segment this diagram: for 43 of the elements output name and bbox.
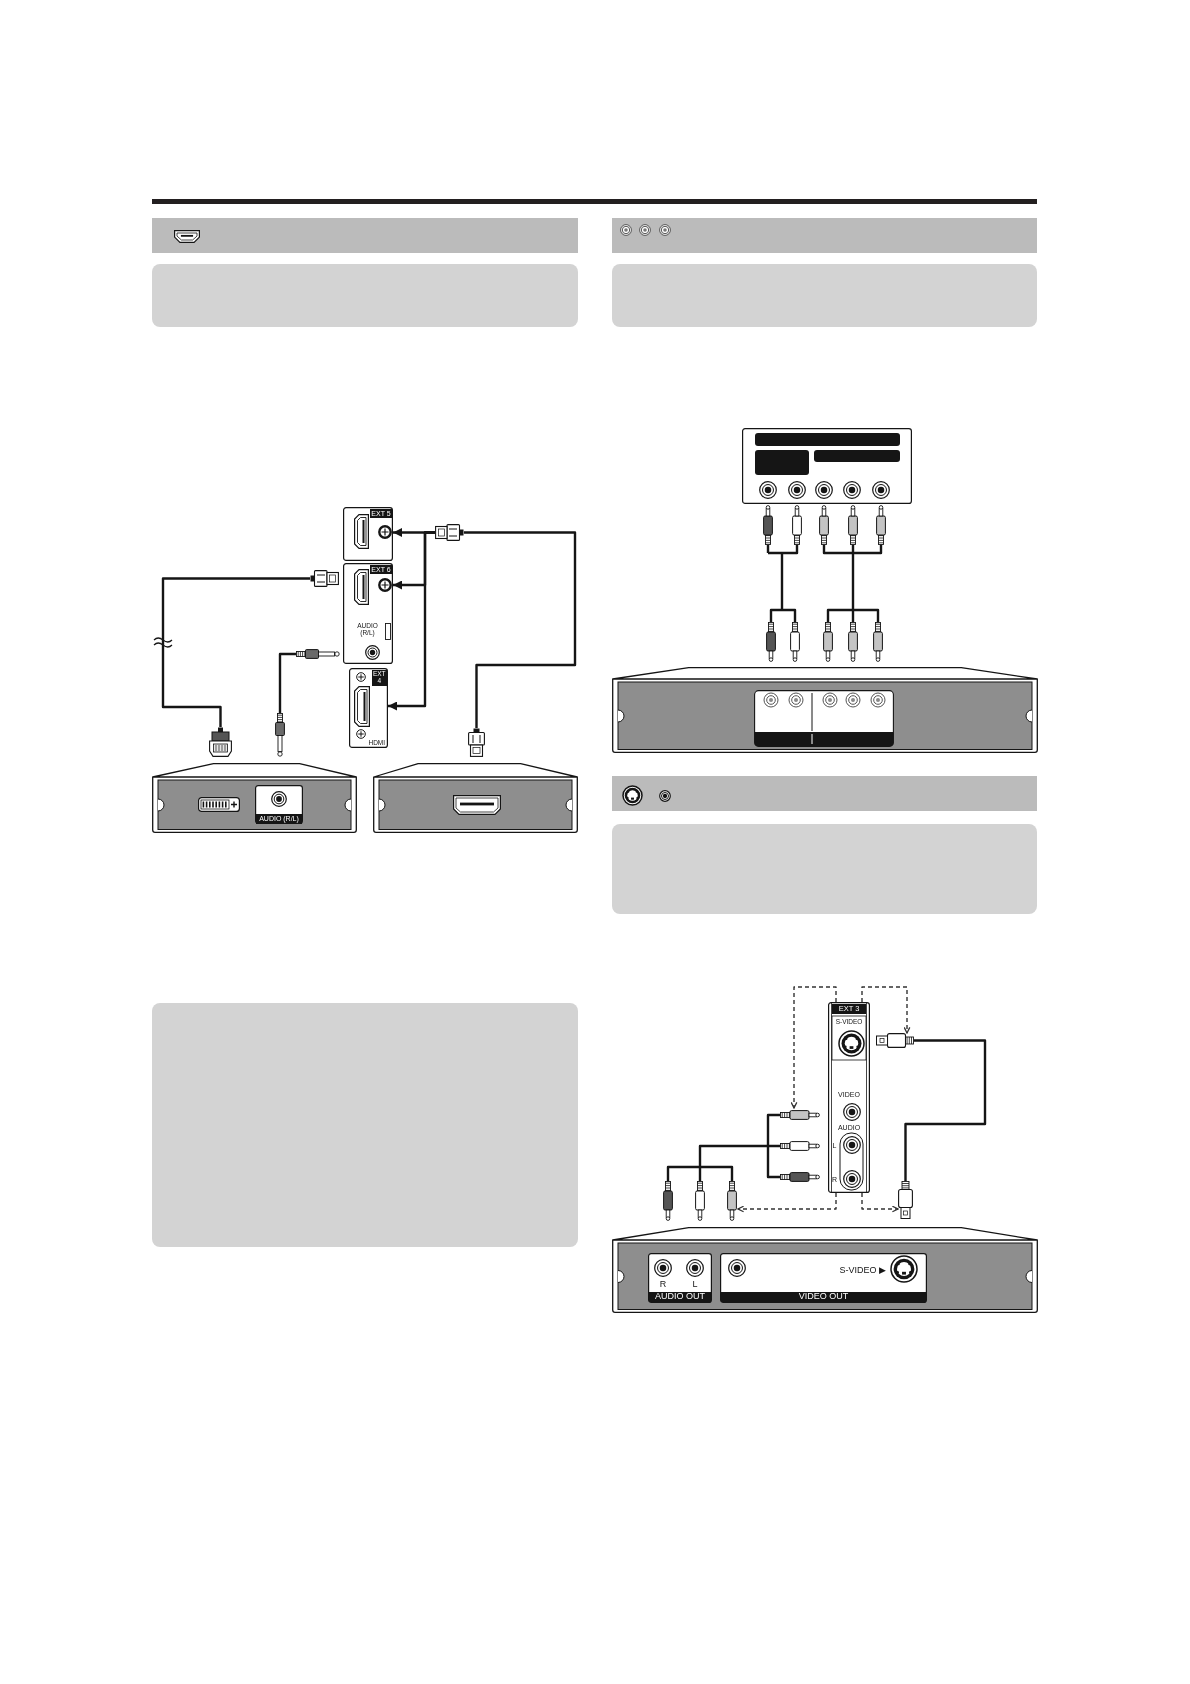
audio-plug [296, 649, 340, 659]
audio-output-panel [648, 1253, 712, 1303]
dvi-device [152, 763, 357, 833]
cable [904, 1039, 987, 1181]
source-device [612, 1227, 1038, 1313]
rca-plugs [780, 1108, 820, 1183]
hdmi-plug [435, 524, 464, 541]
cable [464, 531, 577, 728]
s-video-plug [898, 1181, 913, 1219]
s-video-plug [876, 1033, 914, 1048]
hdmi-terminal-panel [349, 668, 388, 748]
dvi-plug [209, 727, 232, 757]
audio-output-panel [255, 785, 303, 824]
video-output-panel [720, 1253, 927, 1303]
jack-label: S-VIDEO ▶ [838, 1264, 886, 1276]
rca-plugs [823, 622, 884, 662]
cable [822, 543, 883, 624]
source-device [612, 667, 1038, 753]
jack-label: L [691, 1279, 699, 1290]
cable [278, 652, 296, 713]
panel-label: AUDIO OUT [649, 1291, 711, 1302]
hdmi-device [373, 763, 578, 833]
hdmi-plug [468, 728, 485, 757]
hdmi-terminal-panel [343, 507, 393, 561]
arrow [388, 531, 435, 711]
hdmi-plug [310, 570, 339, 587]
hdmi-terminal-panel [343, 563, 393, 664]
cable [161, 577, 310, 727]
rca-plugs [763, 505, 803, 545]
tv-input-panel [742, 428, 912, 504]
dashed-arrow [861, 986, 911, 1034]
dashed-arrow [861, 1192, 899, 1213]
rca-plugs [766, 622, 801, 662]
dashed-arrow [790, 986, 837, 1109]
panel-label: VIDEO OUT [721, 1291, 926, 1302]
dashed-arrow [737, 1192, 837, 1213]
cable [666, 1113, 782, 1183]
jack-label: R [658, 1279, 668, 1290]
rca-plugs [662, 1181, 738, 1221]
tv-input-panel [828, 1002, 870, 1193]
audio-plug [275, 713, 285, 757]
cable [766, 543, 799, 624]
rca-plugs [819, 505, 887, 545]
